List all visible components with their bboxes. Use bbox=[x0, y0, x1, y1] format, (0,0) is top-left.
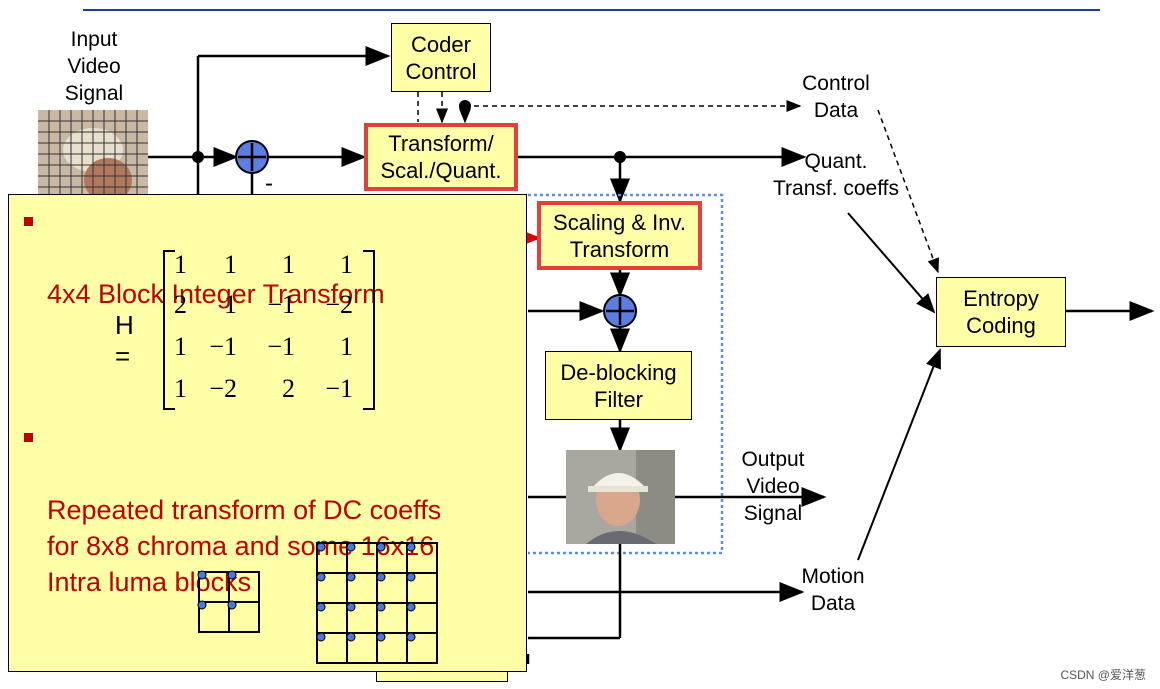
matrix-cell: −1 bbox=[267, 332, 295, 361]
adder-decoder-icon bbox=[603, 294, 637, 328]
bullet-integer-transform-text: 4x4 Block Integer Transform bbox=[47, 279, 385, 309]
matrix-cell: 1 bbox=[174, 332, 187, 361]
dc-grid-2x2-icon bbox=[197, 570, 260, 633]
bullet-dc-coeffs-text: Repeated transform of DC coeffs for 8x8 … bbox=[47, 495, 442, 597]
matrix-cell: 1 bbox=[174, 374, 187, 403]
bullet-integer-transform: 4x4 Block Integer Transform bbox=[24, 204, 385, 312]
adder-top-icon bbox=[235, 140, 269, 174]
output-video-label: Output Video Signal bbox=[741, 448, 805, 525]
matrix-cell: 1 bbox=[174, 250, 187, 279]
bullet-marker-icon bbox=[24, 217, 33, 226]
minus-sign: - bbox=[265, 170, 273, 197]
output-video-frame bbox=[566, 450, 675, 544]
matrix-cell: 2 bbox=[174, 290, 187, 319]
scaling-inverse-transform-block: Scaling & Inv. Transform bbox=[537, 201, 702, 270]
control-data-label: Control Data bbox=[802, 72, 870, 122]
input-video-label: Input Video Signal bbox=[64, 28, 124, 105]
matrix-cell: 2 bbox=[282, 374, 295, 403]
bullet-dc-coeffs: Repeated transform of DC coeffs for 8x8 … bbox=[24, 420, 441, 636]
matrix-cell: −2 bbox=[325, 290, 353, 319]
quant-coeffs-label: Quant. Transf. coeffs bbox=[772, 150, 900, 200]
matrix-cell: −2 bbox=[209, 374, 237, 403]
matrix-cell: 1 bbox=[282, 250, 295, 279]
transform-info-panel bbox=[8, 194, 527, 672]
matrix-cell: −1 bbox=[267, 290, 295, 319]
matrix-cell: 1 bbox=[224, 250, 237, 279]
hidden-block-edge bbox=[376, 672, 508, 682]
matrix-cell: −1 bbox=[209, 332, 237, 361]
dc-grid-4x4-icon bbox=[316, 542, 438, 664]
matrix-right-bracket bbox=[363, 250, 375, 410]
input-video-thumbnail bbox=[38, 110, 148, 198]
entropy-coding-block: Entropy Coding bbox=[936, 277, 1066, 347]
watermark: CSDN @爱洋葱 bbox=[1060, 668, 1146, 682]
matrix-cell: 1 bbox=[340, 250, 353, 279]
motion-data-label: Motion Data bbox=[801, 565, 865, 615]
coder-control-block: Coder Control bbox=[391, 23, 491, 92]
top-rule bbox=[83, 9, 1100, 11]
matrix-symbol: H = bbox=[115, 310, 134, 371]
bullet-marker-icon bbox=[24, 433, 33, 442]
deblocking-filter-block: De-blocking Filter bbox=[545, 351, 692, 420]
matrix-cell: 1 bbox=[340, 332, 353, 361]
matrix-cell: 1 bbox=[224, 290, 237, 319]
transform-block: Transform/ Scal./Quant. bbox=[364, 123, 518, 191]
matrix-left-bracket bbox=[163, 250, 175, 410]
matrix-cell: −1 bbox=[325, 374, 353, 403]
